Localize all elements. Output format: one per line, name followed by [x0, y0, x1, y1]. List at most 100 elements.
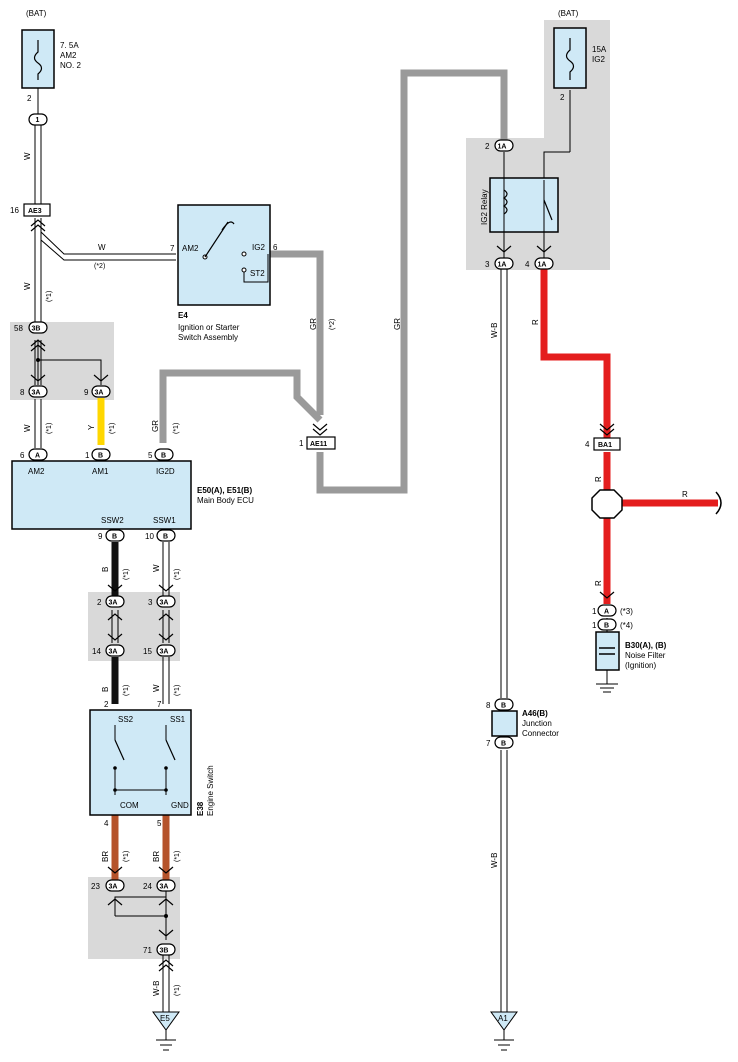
jc-id: A46(B)	[522, 709, 548, 718]
splice-point	[591, 489, 623, 519]
e4-pin-am2: 7	[170, 244, 175, 253]
conn-3a-8: 3A	[32, 390, 41, 397]
wire-note-1g: (*1)	[123, 685, 130, 696]
relay-conn-out2-pin: 4	[525, 260, 530, 269]
e4-name-2: Switch Assembly	[178, 333, 238, 342]
e4-ig2-label: IG2	[252, 243, 265, 252]
ecu-ssw1: SSW1	[153, 516, 176, 525]
fuse-am2-source: (BAT)	[26, 9, 47, 18]
conn-ba1-label: BA1	[598, 442, 612, 449]
wire-note-1k: (*1)	[174, 985, 181, 996]
wire-label-gr-1: GR	[309, 318, 318, 330]
wire-r-relay	[540, 268, 611, 438]
conn-3a-23: 3A	[109, 884, 118, 891]
relay-conn-out1-pin: 3	[485, 260, 490, 269]
conn-3b-71: 3B	[160, 948, 169, 955]
fuse-am2-name: AM2	[60, 51, 77, 60]
wire-label-wb-2: W-B	[490, 323, 499, 338]
relay-conn-in-pin: 2	[485, 142, 490, 151]
fuse-ig2-name: IG2	[592, 55, 605, 64]
wire-label-gr-3: GR	[151, 420, 160, 432]
wire-label-w-6: W	[152, 684, 161, 692]
jc-conn-7: B	[501, 741, 506, 748]
arrow-marks	[30, 219, 615, 972]
jc-conn-8-pin: 8	[486, 701, 491, 710]
ecu-conn-b10-pin: 10	[145, 532, 154, 541]
white-wires	[34, 122, 508, 1012]
es-ss2: SS2	[118, 715, 134, 724]
ecu-am2: AM2	[28, 467, 45, 476]
ecu-conn-a-pin: 6	[20, 451, 25, 460]
conn-ae11-pin: 1	[299, 439, 304, 448]
ecu-conn-b5-pin: 5	[148, 451, 153, 460]
fuse-ig2-source: (BAT)	[558, 9, 579, 18]
es-ss1: SS1	[170, 715, 186, 724]
nf-conn-a: A	[604, 609, 609, 616]
connector-rects	[23, 203, 621, 451]
conn-ae11-label: AE11	[310, 441, 327, 448]
e4-id: E4	[178, 311, 188, 320]
wire-note-1e: (*1)	[123, 569, 130, 580]
es-gnd: GND	[171, 801, 189, 810]
noise-filter	[595, 631, 620, 671]
wire-label-r-2: R	[594, 476, 603, 482]
conn-1-label: 1	[36, 117, 40, 124]
fuse-ig2-rating: 15A	[592, 45, 607, 54]
wire-label-r-4: R	[594, 580, 603, 586]
nf-conn-a-note: (*3)	[620, 607, 633, 616]
conn-3a-23-pin: 23	[91, 882, 100, 891]
wire-note-1f: (*1)	[174, 569, 181, 580]
ground-a1	[490, 1011, 518, 1051]
wire-label-b-1: B	[101, 567, 110, 572]
nf-conn-a-pin: 1	[592, 607, 597, 616]
ecu-conn-b9-pin: 9	[98, 532, 103, 541]
jc-name-2: Connector	[522, 729, 559, 738]
ig2-relay	[489, 152, 559, 258]
wire-label-r-3: R	[682, 490, 688, 499]
relay-conn-out2: 1A	[538, 262, 547, 269]
ground-filter	[596, 683, 618, 693]
es-pin-ss1: 7	[157, 700, 162, 709]
wire-note-1a: (*1)	[46, 291, 53, 302]
wire-label-w-1: W	[23, 152, 32, 160]
conn-3a-24: 3A	[160, 884, 169, 891]
wire-label-y: Y	[87, 424, 96, 430]
relay-name: IG2 Relay	[480, 189, 489, 225]
nf-id: B30(A), (B)	[625, 641, 667, 650]
wire-note-1j: (*1)	[174, 851, 181, 862]
conn-3a-9-pin: 9	[84, 388, 89, 397]
wire-label-w-2: W	[23, 282, 32, 290]
fuse-am2-extra: NO. 2	[60, 61, 81, 70]
wire-gr-ig2	[258, 250, 324, 415]
wire-gr-ig2d	[159, 369, 323, 443]
ground-e5-label: E5	[160, 1014, 170, 1023]
fuse-am2-pin: 2	[27, 94, 32, 103]
es-id: E38	[196, 801, 205, 816]
wire-label-br-2: BR	[152, 851, 161, 862]
conn-3a-8-pin: 8	[20, 388, 25, 397]
e4-name-1: Ignition or Starter	[178, 323, 240, 332]
ground-e5	[152, 1011, 180, 1051]
conn-3a-3: 3A	[160, 600, 169, 607]
ignition-switch-e4	[177, 204, 271, 306]
wire-note-1d: (*1)	[109, 423, 116, 434]
es-pin-com: 4	[104, 819, 109, 828]
main-body-ecu	[11, 460, 192, 530]
conn-3b-58: 3B	[32, 326, 41, 333]
ecu-conn-a: A	[35, 453, 40, 460]
nf-sub: (Ignition)	[625, 661, 656, 670]
nf-conn-b-pin: 1	[592, 621, 597, 630]
e4-pin-ig2: 6	[273, 243, 278, 252]
nf-conn-b: B	[604, 623, 609, 630]
wire-gr-relay	[316, 69, 508, 494]
wire-label-w-4: W	[23, 424, 32, 432]
ecu-conn-b9: B	[112, 534, 117, 541]
fuse-ig2	[553, 27, 587, 89]
ecu-ssw2: SSW2	[101, 516, 124, 525]
conn-3a-2: 3A	[109, 600, 118, 607]
jc-conn-7-pin: 7	[486, 739, 491, 748]
wire-label-br-1: BR	[101, 851, 110, 862]
es-com: COM	[120, 801, 139, 810]
ecu-conn-b1-pin: 1	[85, 451, 90, 460]
wire-note-2b: (*2)	[329, 319, 336, 330]
